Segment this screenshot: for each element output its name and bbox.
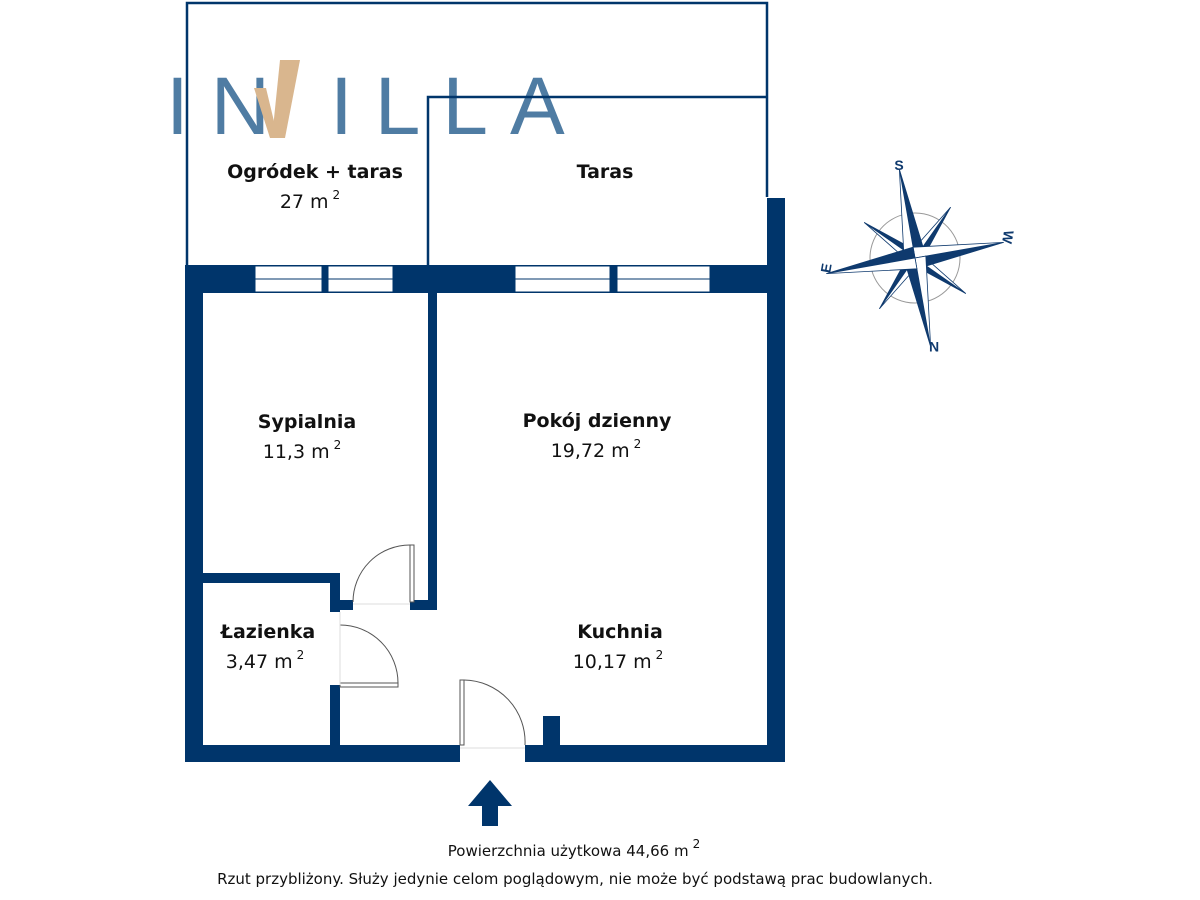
invilla-logo: IN ILLA [166,60,587,152]
room-name-kitchen: Kuchnia [577,621,663,643]
compass-north-label: N [929,339,939,355]
room-name-garden: Ogródek + taras [227,161,403,183]
room-name-terrace: Taras [577,161,634,183]
walls [185,198,785,762]
compass-rose-icon [826,169,1004,347]
logo-text-right: ILLA [330,61,587,152]
bathroom-door [339,682,399,688]
logo-v-mark [272,60,300,138]
windows [254,265,711,293]
room-name-bathroom: Łazienka [220,621,315,643]
compass-east-label: E [817,262,834,274]
disclaimer-text: Rzut przybliżony. Służy jedynie celom po… [217,870,933,888]
entrance-door [459,679,465,746]
room-name-living: Pokój dzienny [523,410,672,432]
room-name-bedroom: Sypialnia [258,411,356,433]
compass-west-label: W [999,229,1017,246]
bedroom-door [409,544,415,603]
outdoor-outline [185,1,769,265]
logo-text-left: IN [166,61,292,152]
compass-south-label: S [894,157,903,173]
doors [339,544,526,749]
entrance-arrow-icon [468,780,512,826]
